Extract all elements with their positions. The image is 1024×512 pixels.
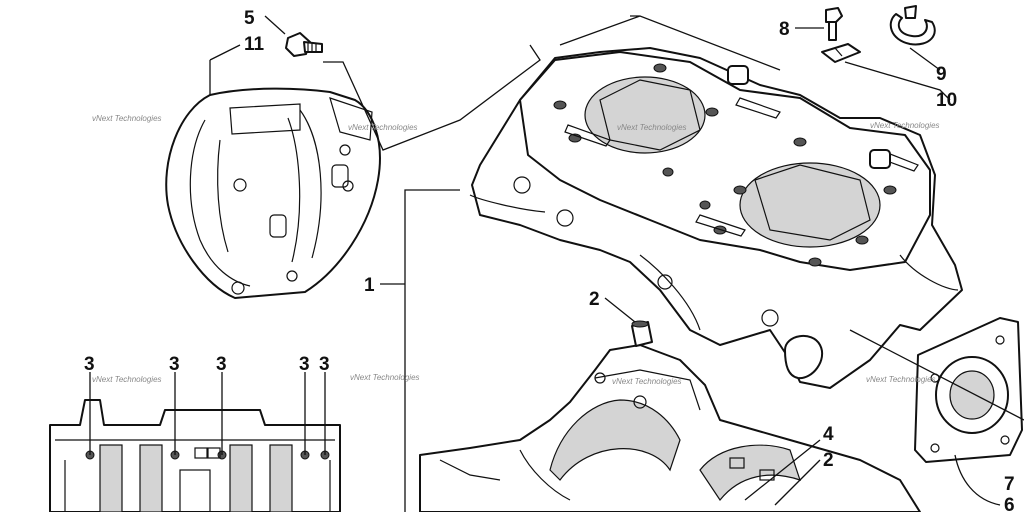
magneto-cover <box>165 87 381 299</box>
callout-4: 4 <box>823 424 834 445</box>
callout-11: 11 <box>244 34 265 55</box>
callout-labels: 5 11 1 2 4 2 8 9 10 7 6 3 3 3 3 3 <box>84 8 1015 512</box>
crankcase-bottom-view <box>49 399 341 512</box>
callout-8: 8 <box>779 19 790 40</box>
callout-10: 10 <box>936 90 957 111</box>
callout-6: 6 <box>1004 495 1015 512</box>
watermark-text: vNext Technologies <box>350 373 420 382</box>
clamp-part-9 <box>889 5 936 46</box>
callout-3-c: 3 <box>216 354 227 375</box>
callout-2-lower: 2 <box>823 450 834 471</box>
callout-2-dowel: 2 <box>589 289 600 310</box>
watermark-text: vNext Technologies <box>348 123 418 132</box>
bolt-part-5 <box>285 32 323 57</box>
callout-3-e: 3 <box>319 354 330 375</box>
watermark-text: vNext Technologies <box>870 121 940 130</box>
seal-plate <box>914 317 1023 463</box>
watermark-text: vNext Technologies <box>866 375 936 384</box>
callout-1: 1 <box>364 275 375 296</box>
callout-3-b: 3 <box>169 354 180 375</box>
watermark-text: vNext Technologies <box>612 377 682 386</box>
leader-lines <box>89 15 1024 512</box>
bolt-part-8 <box>825 7 843 41</box>
watermark-text: vNext Technologies <box>617 123 687 132</box>
clamp-part-10 <box>821 43 861 63</box>
watermark-text: vNext Technologies <box>92 114 162 123</box>
callout-7: 7 <box>1004 474 1015 495</box>
watermarks: vNext Technologies vNext Technologies vN… <box>92 114 940 386</box>
callout-3-d: 3 <box>299 354 310 375</box>
callout-5: 5 <box>244 8 255 29</box>
callout-9: 9 <box>936 64 947 85</box>
crankcase-upper <box>469 47 963 389</box>
watermark-text: vNext Technologies <box>92 375 162 384</box>
callout-3-a: 3 <box>84 354 95 375</box>
crankcase-lower <box>419 344 921 512</box>
dowel-part-2 <box>631 320 653 347</box>
